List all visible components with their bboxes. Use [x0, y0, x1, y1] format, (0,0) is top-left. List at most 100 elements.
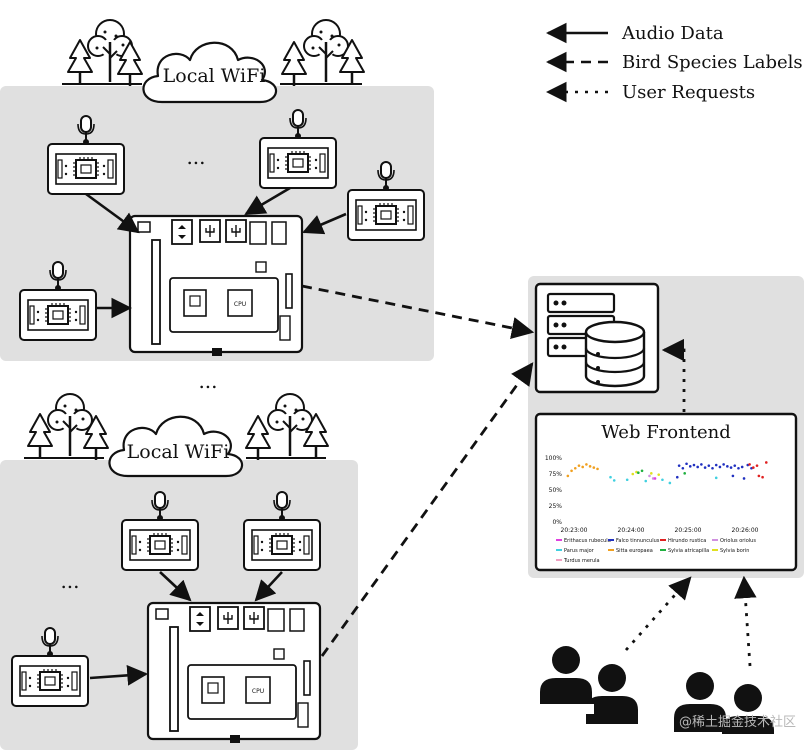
chart-x-tick-label: 20:26:00: [732, 527, 759, 534]
chart-x-tick-label: 20:25:00: [675, 527, 702, 534]
chart-point: [661, 478, 664, 482]
chart-legend-label: Oriolus oriolus: [720, 538, 756, 544]
user-icon: [586, 664, 638, 724]
chart-point: [668, 481, 672, 485]
chart-point: [726, 465, 729, 468]
cluster-1-trees: [62, 18, 366, 88]
audio-arrow: [254, 571, 283, 602]
chart-point: [573, 466, 577, 470]
cluster-1-audio-arrows: [85, 186, 347, 319]
chart-point: [675, 475, 679, 479]
chart-point: [585, 463, 588, 466]
chart-x-ticks: 20:23:00 20:24:00 20:25:00 20:26:00: [561, 527, 759, 534]
chart-point: [570, 469, 573, 473]
chart-point: [625, 478, 629, 482]
chart-point: [640, 469, 644, 473]
chart-point: [609, 475, 612, 479]
chart-point: [637, 471, 640, 475]
chart-point: [696, 465, 699, 469]
chart-legend-label: Hirundo rustica: [668, 538, 706, 544]
chart-legend-label: Sitta europaea: [616, 548, 653, 554]
chart-point: [757, 474, 761, 478]
chart-point: [752, 466, 755, 469]
pine-tree-icon: [244, 414, 272, 462]
flow-arrows: [301, 284, 757, 667]
cluster-2-ellipsis: ...: [60, 569, 79, 593]
cluster-2-wifi-label: Local WiFi: [127, 441, 230, 463]
chart-point: [577, 464, 581, 467]
chart-point: [731, 474, 735, 478]
legend-labels-label: Bird Species Labels: [622, 52, 803, 73]
chart-y-tick-label: 0%: [552, 519, 562, 526]
chart-point: [644, 479, 648, 483]
chart-point: [718, 465, 722, 469]
chart-y-tick-label: 25%: [549, 503, 563, 510]
chart-point: [740, 465, 744, 469]
chart-point: [581, 465, 584, 469]
chart-legend-label: Sylvia borin: [720, 548, 749, 554]
chart-legend-label: Parus major: [564, 548, 595, 554]
chart-legend-label: Erithacus rubecula: [564, 538, 611, 544]
chart-point: [700, 463, 703, 466]
chart-point: [748, 463, 751, 466]
chart-point: [677, 464, 681, 467]
request-arrow: [661, 338, 686, 412]
request-arrow: [624, 576, 692, 651]
cluster-2-trees: [24, 392, 330, 462]
chart-point: [692, 463, 696, 467]
chart-point: [685, 462, 688, 466]
chart-point: [761, 475, 764, 479]
chart-point: [714, 463, 718, 467]
hub-board: [146, 601, 322, 745]
chart-point: [722, 463, 725, 466]
audio-arrow: [159, 571, 192, 602]
audio-arrow: [89, 664, 149, 686]
chart-legend-label: Sylvia atricapilla: [668, 548, 709, 554]
user-icon: [540, 646, 592, 706]
chart-point: [729, 466, 733, 469]
chart-point: [681, 466, 685, 470]
cluster-2: Local WiFi ...: [0, 392, 358, 750]
chart-point: [733, 464, 737, 467]
chart-x-tick-label: 20:23:00: [561, 527, 588, 534]
chart-point: [703, 466, 707, 469]
chart-point: [755, 464, 759, 467]
chart-point: [688, 465, 692, 468]
chart-y-tick-label: 75%: [549, 471, 563, 478]
chart-point: [566, 474, 570, 478]
chart-point: [588, 465, 592, 468]
chart-x-tick-label: 20:24:00: [618, 527, 645, 534]
users-group: [530, 646, 780, 750]
server-database-icon: [546, 292, 646, 388]
cluster-1: Local WiFi ...: [0, 18, 434, 361]
legend-requests-label: User Requests: [622, 82, 755, 103]
cluster-2-audio-arrows: [89, 571, 283, 686]
labels-arrow: [301, 284, 535, 340]
chart-point: [737, 466, 740, 470]
chart-y-tick-label: 100%: [545, 455, 562, 462]
legend: Audio Data Bird Species Labels User Requ…: [545, 22, 803, 103]
cluster-1-wifi-label: Local WiFi: [163, 65, 266, 87]
hub-board: [128, 214, 304, 358]
chart-point: [648, 474, 651, 478]
chart-point: [714, 476, 718, 480]
chart-point: [612, 479, 616, 482]
chart-point: [742, 477, 746, 480]
audio-arrow: [302, 212, 347, 235]
chart-y-tick-label: 50%: [549, 487, 563, 494]
cluster-1-ellipsis: ...: [186, 145, 205, 169]
chart-point: [592, 466, 596, 469]
chart-point: [650, 472, 653, 475]
chart-point: [683, 472, 686, 475]
chart-point: [596, 467, 599, 471]
labels-arrow: [320, 362, 534, 657]
audio-arrow: [85, 192, 140, 234]
audio-arrow: [244, 186, 291, 216]
watermark: @稀土掘金技术社区: [679, 714, 796, 730]
chart-point: [711, 466, 714, 470]
chart-point: [657, 473, 661, 476]
chart-y-ticks: 100% 75% 50% 25% 0%: [545, 455, 562, 526]
web-frontend-title: Web Frontend: [601, 422, 730, 443]
